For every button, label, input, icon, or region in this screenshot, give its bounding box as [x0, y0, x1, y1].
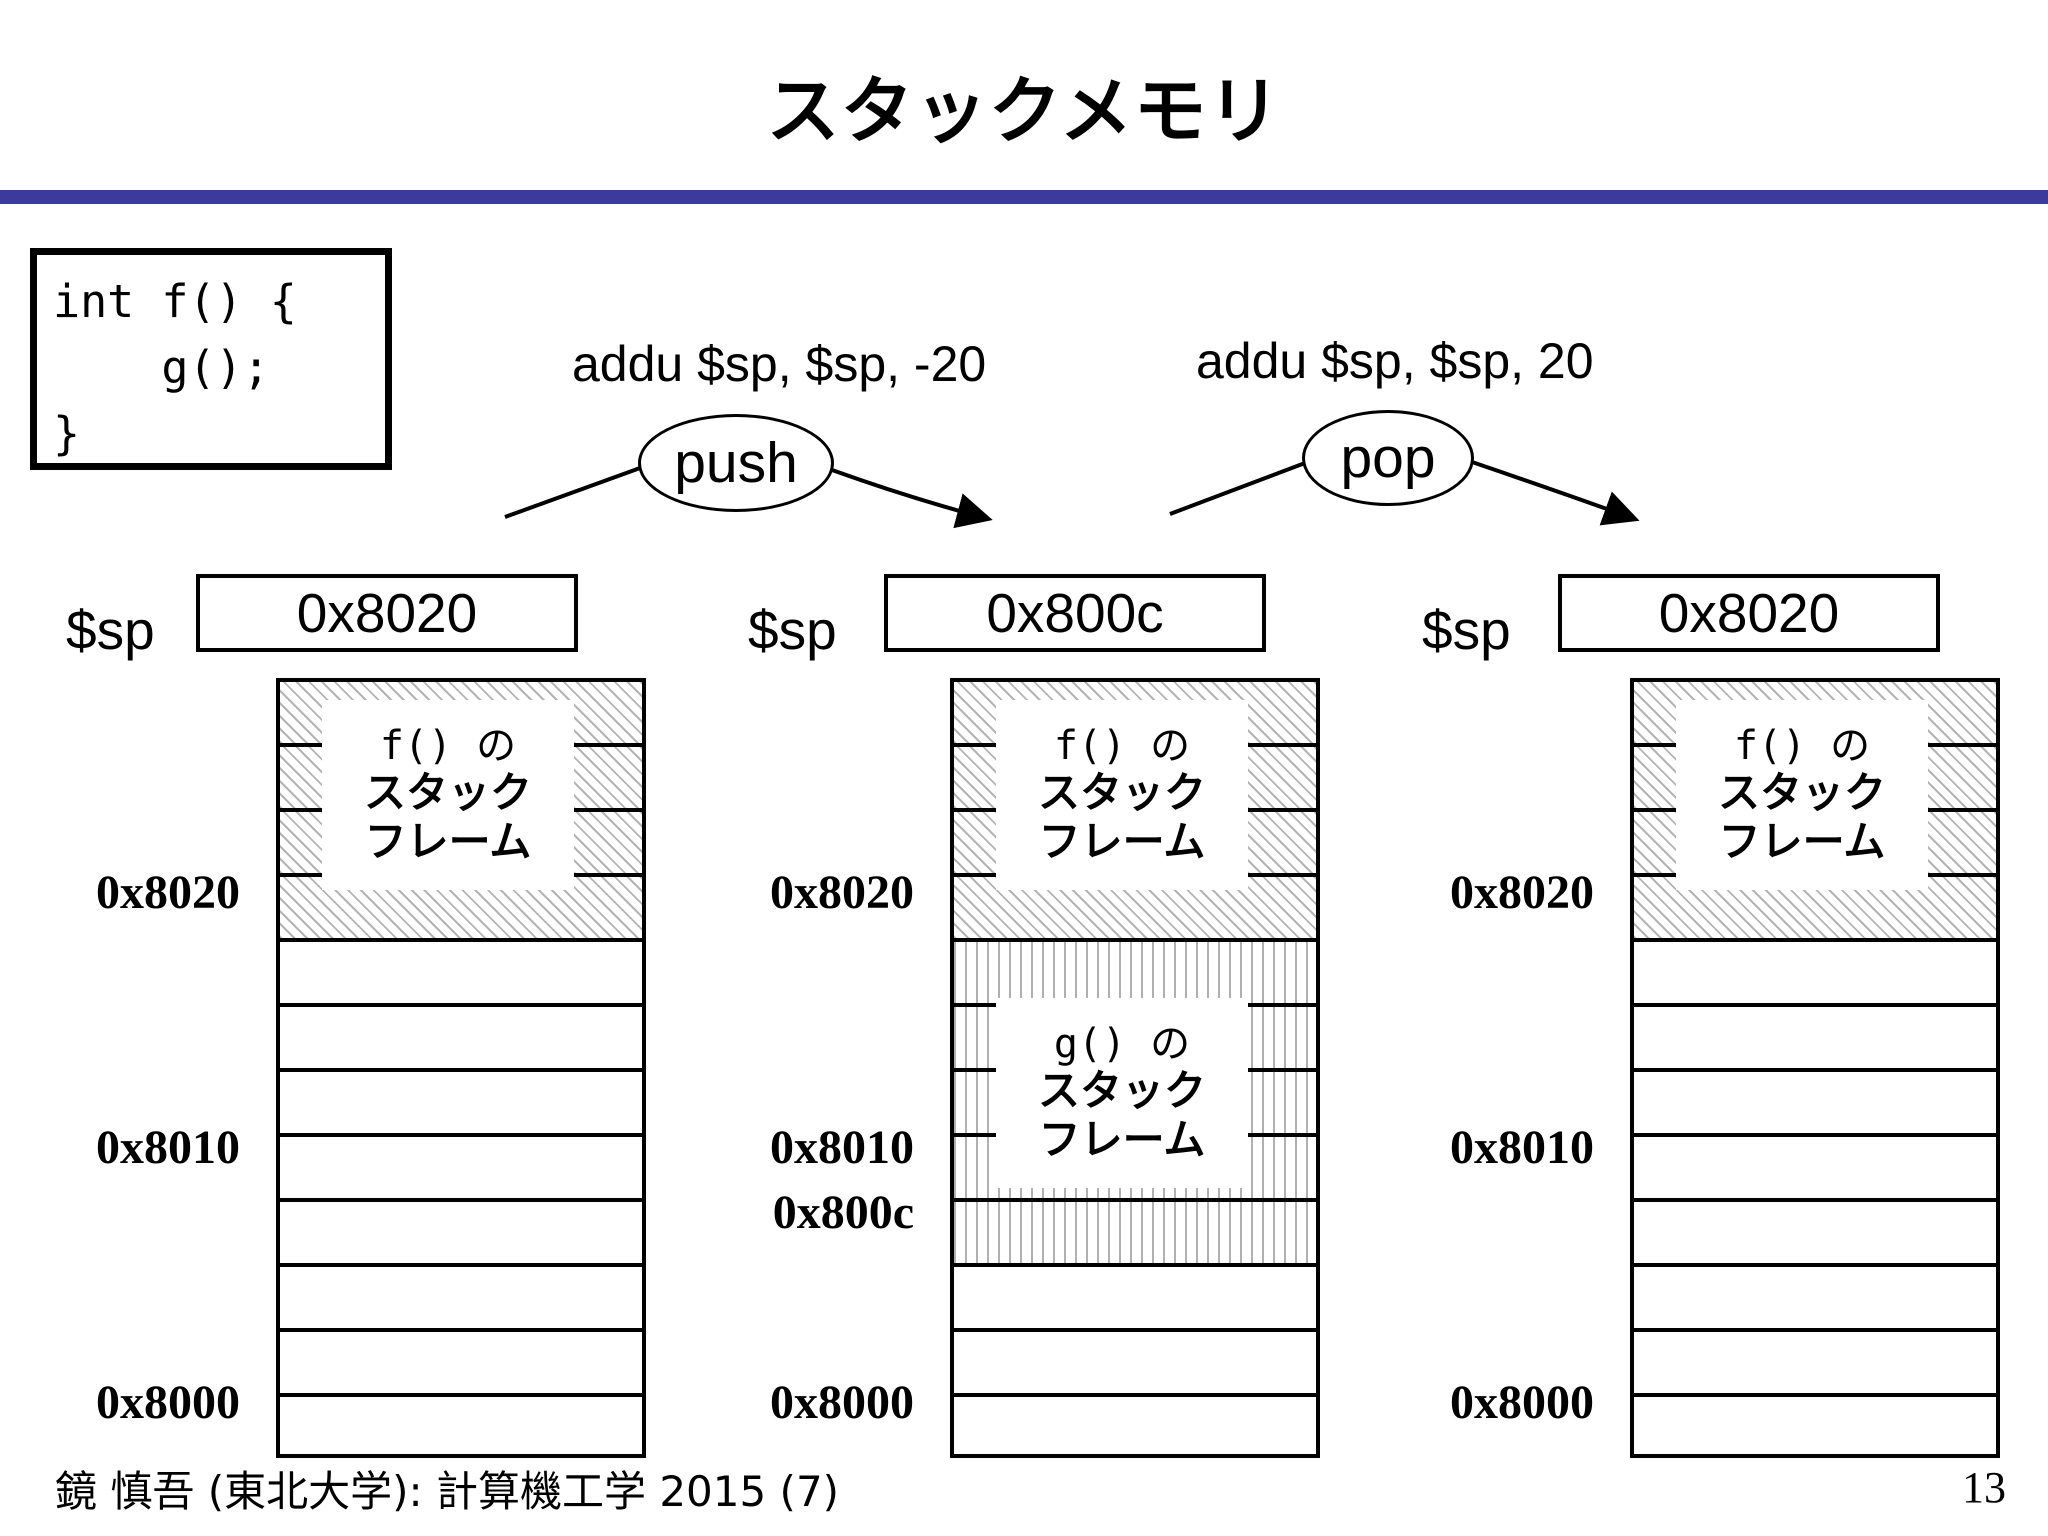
- page-number: 13: [1962, 1463, 2006, 1512]
- f-frame-line2-col2: スタック: [1037, 768, 1206, 818]
- g-frame-label-col2: g() の スタック フレーム: [996, 998, 1248, 1188]
- stack-cell: [280, 1007, 642, 1072]
- f-frame-line1-col1: f() の: [379, 723, 517, 770]
- stack-cell: [1634, 1332, 1996, 1397]
- g-frame-line2-col2: スタック: [1037, 1066, 1206, 1116]
- g-frame-line3-col2: フレーム: [1038, 1115, 1206, 1165]
- g-frame-line1-col2: g() の: [1053, 1021, 1191, 1068]
- address-tick-0x800c-col2: 0x800c: [772, 1186, 914, 1239]
- pop-bubble: pop: [1302, 410, 1474, 506]
- f-frame-line2-col1: スタック: [363, 768, 532, 818]
- pop-instruction-label: addu $sp, $sp, 20: [1196, 333, 1594, 389]
- push-bubble-label: push: [674, 431, 798, 495]
- f-frame-line1-col3: f() の: [1733, 723, 1871, 770]
- sp-register-value-col3: 0x8020: [1558, 574, 1940, 652]
- f-frame-line1-col2: f() の: [1053, 723, 1191, 770]
- code-snippet-box: int f() { g(); }: [30, 248, 392, 470]
- sp-register-value-col1: 0x8020: [196, 574, 578, 652]
- stack-cell: [1634, 942, 1996, 1007]
- stack-cell: [280, 1397, 642, 1462]
- sp-register-value-col2: 0x800c: [884, 574, 1266, 652]
- stack-cell: [1634, 1202, 1996, 1267]
- stack-cell: [1634, 1072, 1996, 1137]
- f-frame-line3-col3: フレーム: [1718, 817, 1886, 867]
- address-tick-0x8010-col1: 0x8010: [96, 1121, 240, 1174]
- address-tick-0x8010-col2: 0x8010: [770, 1121, 914, 1174]
- stack-cell: [280, 1332, 642, 1397]
- address-tick-0x8020-col1: 0x8020: [96, 866, 240, 919]
- stack-cell: [1634, 1007, 1996, 1072]
- push-instruction-label: addu $sp, $sp, -20: [572, 336, 987, 392]
- code-line-1: int f() {: [53, 275, 297, 328]
- address-tick-0x8000-col3: 0x8000: [1450, 1376, 1594, 1429]
- page-title: スタックメモリ: [766, 69, 1282, 154]
- stack-cell: [1634, 1137, 1996, 1202]
- stack-cell: [954, 1267, 1316, 1332]
- title-divider: [0, 190, 2048, 204]
- address-tick-0x8010-col3: 0x8010: [1450, 1121, 1594, 1174]
- code-line-2: g();: [53, 341, 270, 394]
- sp-register-label-col2: $sp: [748, 599, 837, 661]
- f-frame-label-col3: f() の スタック フレーム: [1676, 700, 1928, 890]
- stack-cell: [280, 1072, 642, 1137]
- code-line-3: }: [53, 407, 81, 460]
- stack-cell: [280, 1137, 642, 1202]
- sp-register-label-col1: $sp: [66, 599, 155, 661]
- f-frame-line3-col1: フレーム: [364, 817, 532, 867]
- stack-cell: [1634, 1267, 1996, 1332]
- stack-cell: [280, 1267, 642, 1332]
- stack-cell: [954, 1332, 1316, 1397]
- stack-cell: [954, 942, 1316, 1007]
- footer-attribution: 鏡 慎吾 (東北大学): 計算機工学 2015 (7): [55, 1467, 840, 1516]
- f-frame-line3-col2: フレーム: [1038, 817, 1206, 867]
- stack-cell: [954, 1202, 1316, 1267]
- address-tick-0x8020-col2: 0x8020: [770, 866, 914, 919]
- address-tick-0x8000-col1: 0x8000: [96, 1376, 240, 1429]
- stack-cell: [280, 1202, 642, 1267]
- f-frame-label-col2: f() の スタック フレーム: [996, 700, 1248, 890]
- push-bubble: push: [638, 414, 834, 512]
- stack-cell: [954, 1397, 1316, 1462]
- f-frame-label-col1: f() の スタック フレーム: [322, 700, 574, 890]
- sp-register-label-col3: $sp: [1422, 599, 1511, 661]
- stack-cell: [280, 942, 642, 1007]
- stack-cell: [1634, 1397, 1996, 1462]
- address-tick-0x8000-col2: 0x8000: [770, 1376, 914, 1429]
- pop-bubble-label: pop: [1340, 426, 1436, 490]
- f-frame-line2-col3: スタック: [1717, 768, 1886, 818]
- address-tick-0x8020-col3: 0x8020: [1450, 866, 1594, 919]
